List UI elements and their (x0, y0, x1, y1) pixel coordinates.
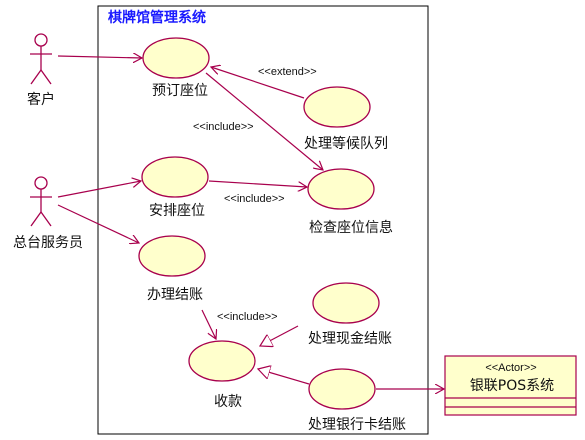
actor-front-desk-label: 总台服务员 (13, 235, 83, 251)
include-stereotype-2: <<include>> (224, 193, 285, 205)
usecase-reserve-seat-label: 预订座位 (152, 83, 208, 99)
usecase-collect-payment (188, 340, 256, 382)
external-actor-pos (444, 355, 577, 416)
generalization-card (258, 369, 310, 385)
usecase-collect-payment-label: 收款 (214, 394, 242, 410)
usecase-checkout (138, 235, 206, 277)
usecase-checkout-label: 办理结账 (147, 287, 203, 303)
assoc-frontdesk-checkout (57, 204, 139, 243)
usecase-reserve-seat (142, 37, 210, 79)
usecase-cash-checkout-label: 处理现金结账 (308, 331, 392, 347)
include-stereotype-1: <<include>> (193, 121, 254, 133)
assoc-customer-reserve (57, 56, 142, 58)
extend-stereotype: <<extend>> (258, 66, 317, 78)
external-actor-name: 银联POS系统 (470, 378, 554, 394)
system-title: 棋牌馆管理系统 (108, 9, 206, 26)
include-stereotype-3: <<include>> (217, 311, 278, 323)
usecase-arrange-seat (141, 156, 209, 198)
include-checkout-collect (201, 309, 216, 339)
usecase-cash-checkout (312, 282, 380, 324)
system-boundary (97, 5, 429, 435)
usecase-arrange-seat-label: 安排座位 (149, 203, 205, 219)
actor-customer (30, 33, 52, 85)
actor-front-desk (30, 176, 52, 227)
usecase-card-checkout (308, 368, 376, 410)
actor-customer-label: 客户 (27, 91, 55, 108)
usecase-check-seat-label: 检查座位信息 (309, 219, 393, 236)
generalization-cash (260, 325, 299, 346)
external-actor-stereotype: <<Actor>> (485, 362, 536, 374)
assoc-frontdesk-arrange (57, 181, 141, 198)
extend-line (211, 67, 305, 99)
include-reserve-check (205, 72, 323, 170)
usecase-waiting-queue (303, 86, 371, 128)
include-arrange-check (208, 180, 307, 187)
usecase-check-seat (307, 168, 375, 210)
usecase-card-checkout-label: 处理银行卡结账 (308, 417, 406, 433)
usecase-waiting-queue-label: 处理等候队列 (304, 135, 388, 152)
